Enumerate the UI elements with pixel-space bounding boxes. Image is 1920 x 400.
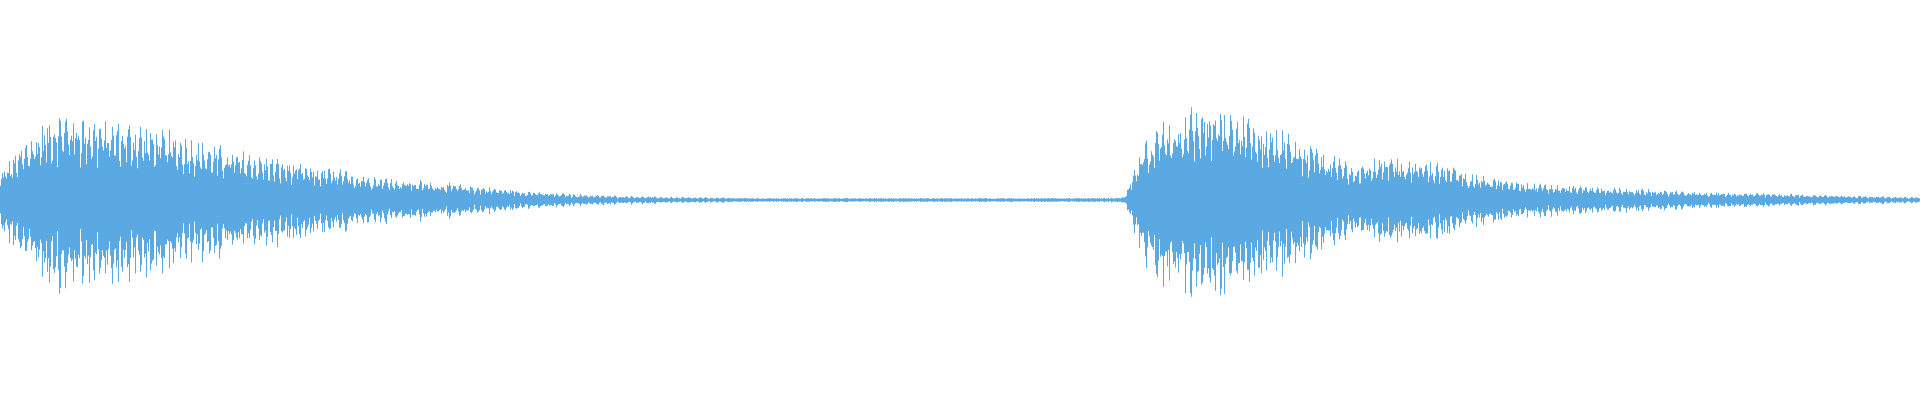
waveform-samples	[0, 107, 1920, 297]
